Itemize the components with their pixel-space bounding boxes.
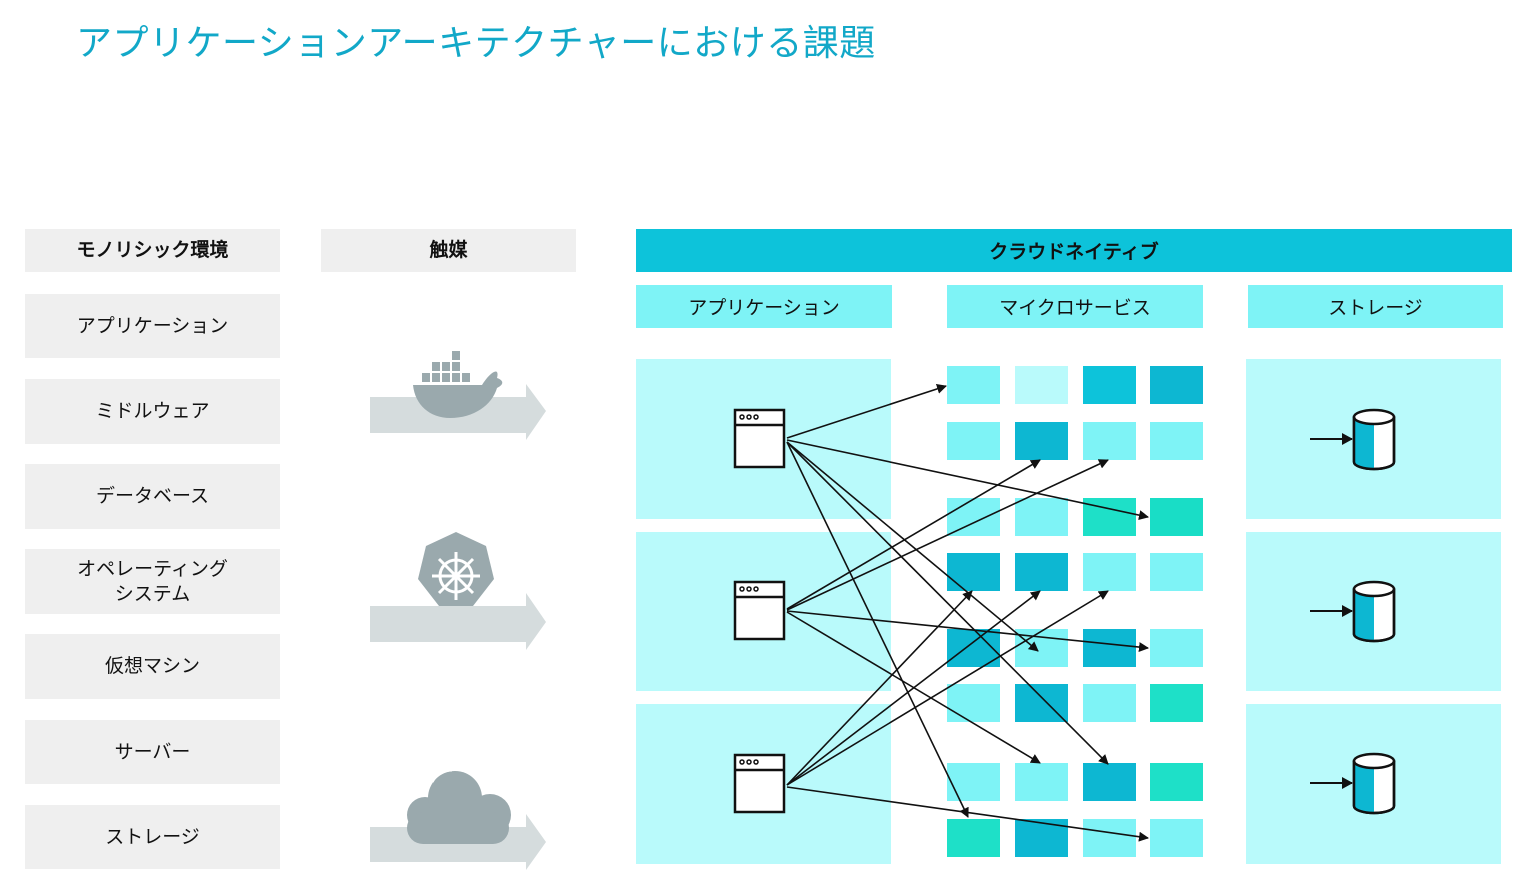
monolithic-item-application: アプリケーション (25, 294, 280, 358)
app-window-icon (733, 580, 786, 641)
catalyst-header: 触媒 (321, 229, 576, 272)
microservice-block (1150, 498, 1203, 536)
microservice-block (1015, 498, 1068, 536)
microservice-block (1083, 684, 1136, 722)
monolithic-item-os: オペレーティング システム (25, 549, 280, 614)
microservice-block (947, 763, 1000, 801)
cloud-highlight (430, 768, 453, 783)
docker-whale-icon (413, 351, 503, 418)
storage-cylinder-icon (1310, 752, 1396, 815)
column-header-microservices: マイクロサービス (947, 285, 1203, 328)
storage-cylinder-icon (1310, 580, 1396, 643)
connection-arrows (786, 384, 1149, 842)
microservice-block (1015, 366, 1068, 404)
microservice-block (947, 366, 1000, 404)
microservice-block (947, 498, 1000, 536)
microservice-block (1150, 553, 1203, 591)
microservice-block (1083, 366, 1136, 404)
microservice-block (1083, 629, 1136, 667)
microservice-block (1083, 819, 1136, 857)
page-title: アプリケーションアーキテクチャーにおける課題 (76, 23, 876, 64)
app-window-icon (733, 753, 786, 814)
monolithic-header: モノリシック環境 (25, 229, 280, 272)
monolithic-item-vm: 仮想マシン (25, 634, 280, 699)
microservice-block (1015, 422, 1068, 460)
catalyst-arrow (370, 593, 546, 650)
monolithic-item-middleware: ミドルウェア (25, 379, 280, 444)
kubernetes-helm-icon (418, 532, 494, 606)
microservice-block (947, 684, 1000, 722)
microservice-block (1015, 553, 1068, 591)
column-header-application: アプリケーション (636, 285, 892, 328)
cloud-icon (407, 771, 511, 844)
microservice-block (1015, 763, 1068, 801)
monolithic-item-database: データベース (25, 464, 280, 529)
microservice-block (1150, 422, 1203, 460)
microservice-block (947, 819, 1000, 857)
cloud-native-header: クラウドネイティブ (636, 229, 1512, 272)
microservice-block (1150, 629, 1203, 667)
microservice-block (1083, 553, 1136, 591)
app-window-icon (733, 408, 786, 469)
microservice-block (1083, 763, 1136, 801)
column-header-storage: ストレージ (1248, 285, 1503, 328)
microservice-block (1083, 422, 1136, 460)
microservice-block (947, 422, 1000, 460)
microservice-block (1150, 684, 1203, 722)
monolithic-item-storage: ストレージ (25, 805, 280, 869)
monolithic-item-server: サーバー (25, 720, 280, 784)
microservice-block (1150, 763, 1203, 801)
microservice-block (947, 629, 1000, 667)
microservice-block (1150, 819, 1203, 857)
microservice-block (1150, 366, 1203, 404)
microservice-block (947, 553, 1000, 591)
storage-cylinder-icon (1310, 408, 1396, 471)
